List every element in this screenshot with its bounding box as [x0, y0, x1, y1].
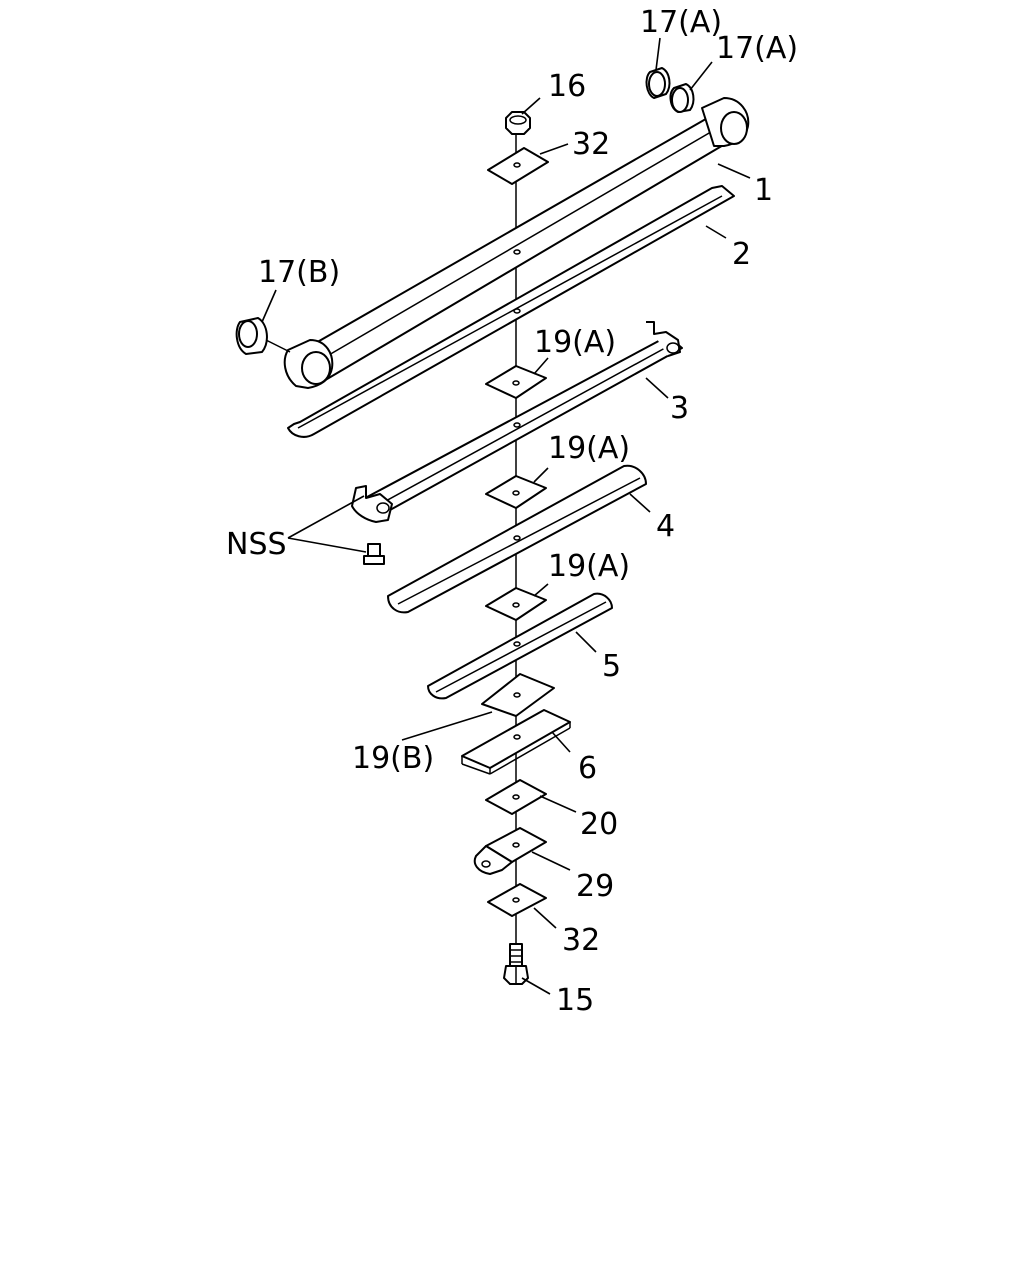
- part-4-leaf: [387, 464, 647, 614]
- label-4: 4: [656, 509, 675, 544]
- part-17a-bushing-1: [645, 67, 671, 99]
- nss-bolt: [363, 543, 385, 565]
- part-19a-liner-3: [485, 587, 547, 621]
- label-19b: 19(B): [352, 741, 434, 776]
- part-2-second-leaf: [287, 185, 735, 438]
- label-16: 16: [548, 69, 586, 104]
- label-17a-2: 17(A): [716, 31, 798, 66]
- label-29: 29: [576, 869, 614, 904]
- part-3-clip-leaf: [351, 321, 683, 523]
- part-32-top-plate: [487, 147, 549, 185]
- part-19a-liner-1: [485, 365, 547, 399]
- part-17b-bushing: [235, 317, 291, 355]
- part-15-bolt: [503, 943, 529, 985]
- part-19a-liner-2: [485, 475, 547, 509]
- label-17a-1: 17(A): [640, 5, 722, 40]
- part-32-bottom-plate: [487, 883, 547, 917]
- part-16-nut: [505, 111, 531, 135]
- part-6-leaf: [461, 709, 571, 775]
- part-labels: 17(A) 17(A) 16 32 1 2 17(B) 19(A) 3 19(A…: [226, 5, 798, 1018]
- label-20: 20: [580, 807, 618, 842]
- part-20-spacer: [485, 779, 547, 815]
- label-5: 5: [602, 649, 621, 684]
- label-19a-2: 19(A): [548, 431, 630, 466]
- label-3: 3: [670, 391, 689, 426]
- label-nss: NSS: [226, 527, 287, 562]
- part-5-leaf: [427, 592, 613, 700]
- part-29-bracket: [473, 827, 547, 875]
- label-1: 1: [754, 173, 773, 208]
- label-15: 15: [556, 983, 594, 1018]
- part-19b-liner: [481, 673, 555, 717]
- label-32-bottom: 32: [562, 923, 600, 958]
- part-1-main-leaf: [283, 97, 750, 389]
- label-19a-3: 19(A): [548, 549, 630, 584]
- label-32-top: 32: [572, 127, 610, 162]
- label-19a-1: 19(A): [534, 325, 616, 360]
- label-17b: 17(B): [258, 255, 340, 290]
- label-2: 2: [732, 237, 751, 272]
- label-6: 6: [578, 751, 597, 786]
- leader-lines: [261, 37, 751, 995]
- part-17a-bushing-2: [669, 83, 695, 113]
